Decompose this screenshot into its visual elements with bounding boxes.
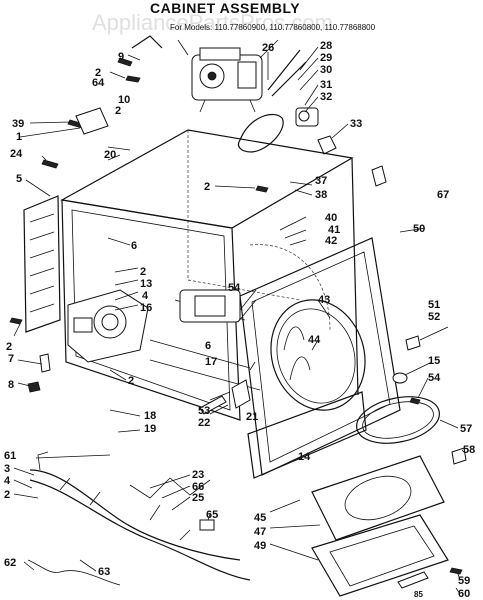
- callout-33: 33: [350, 118, 362, 130]
- callout-15: 15: [428, 355, 440, 367]
- callout-29: 29: [320, 52, 332, 64]
- callout-4: 4: [142, 290, 149, 302]
- harness-connector: [199, 519, 215, 531]
- callout-18: 18: [144, 410, 156, 422]
- part-8: [27, 381, 41, 393]
- callout-60: 60: [458, 588, 470, 600]
- callout-2: 2: [4, 489, 10, 501]
- callout-57: 57: [460, 423, 472, 435]
- callout-65: 65: [206, 509, 218, 521]
- callout-43: 43: [318, 294, 330, 306]
- callout-2: 2: [6, 341, 12, 353]
- callout-20: 20: [104, 149, 116, 161]
- callout-42: 42: [325, 235, 337, 247]
- part-21: [231, 379, 251, 409]
- watermark: AppliancePartsPros.com: [92, 10, 333, 35]
- bracket-1: [75, 107, 109, 135]
- callout-9: 9: [118, 51, 124, 63]
- diagram-title: CABINET ASSEMBLY: [150, 0, 300, 16]
- callout-30: 30: [320, 64, 332, 76]
- callout-61: 61: [4, 450, 16, 462]
- callout-4: 4: [4, 475, 11, 487]
- callout-25: 25: [192, 492, 204, 504]
- callout-14: 14: [298, 451, 311, 463]
- callout-54: 54: [428, 372, 441, 384]
- door-inner-panel: [311, 514, 449, 597]
- callout-58: 58: [463, 444, 475, 456]
- callout-54: 54: [228, 282, 241, 294]
- callout-13: 13: [140, 278, 152, 290]
- drive-belt: [237, 113, 284, 153]
- callout-2: 2: [115, 105, 121, 117]
- callout-49: 49: [254, 540, 266, 552]
- part-33-clip: [317, 135, 337, 155]
- callout-28: 28: [320, 40, 332, 52]
- heater-assembly: [67, 289, 149, 363]
- callout-52: 52: [428, 311, 440, 323]
- toe-panel: [247, 391, 367, 479]
- callout-7: 7: [8, 353, 14, 365]
- side-panel-left: [23, 195, 61, 333]
- callout-6: 6: [205, 340, 211, 352]
- front-panel: [239, 237, 401, 476]
- callout-37: 37: [315, 175, 327, 187]
- callout-26: 26: [262, 42, 274, 54]
- callout-16: 16: [140, 302, 152, 314]
- callout-44: 44: [308, 334, 321, 346]
- wiring-harness: [27, 451, 251, 586]
- callout-53: 53: [198, 405, 210, 417]
- callout-41: 41: [328, 224, 340, 236]
- callout-23: 23: [192, 469, 204, 481]
- callout-39: 39: [12, 118, 24, 130]
- part-52: [405, 335, 421, 351]
- callout-32: 32: [320, 91, 332, 103]
- callout-85: 85: [414, 590, 423, 599]
- callout-19: 19: [144, 423, 156, 435]
- leader-lines: [13, 46, 465, 595]
- callout-17: 17: [205, 356, 217, 368]
- callout-50: 50: [413, 223, 425, 235]
- leveling-leg: [39, 353, 51, 373]
- callout-40: 40: [325, 212, 337, 224]
- callout-38: 38: [315, 189, 327, 201]
- callout-8: 8: [8, 379, 14, 391]
- model-list: For Models: 110.77860900, 110.77860800, …: [170, 23, 376, 32]
- part-22: [199, 395, 227, 415]
- callout-59: 59: [458, 575, 470, 587]
- callout-64: 64: [92, 77, 105, 89]
- callout-1: 1: [16, 131, 22, 143]
- callout-6: 6: [131, 240, 137, 252]
- door-handle: [397, 571, 429, 589]
- cabinet-shell: [60, 129, 359, 421]
- drum-motor-mount: [179, 289, 241, 323]
- loading-door: [311, 455, 445, 541]
- callout-2: 2: [140, 266, 146, 278]
- callout-22: 22: [198, 417, 210, 429]
- callout-labels: 9 2 64 10 2 39 1 20 24 5 26 28 29 30 31 …: [4, 40, 475, 600]
- wire-9: [131, 35, 163, 49]
- callout-62: 62: [4, 557, 16, 569]
- callout-2: 2: [204, 181, 210, 193]
- part-15: [392, 372, 408, 384]
- callout-47: 47: [254, 526, 266, 538]
- callout-2: 2: [128, 375, 134, 387]
- callout-66: 66: [192, 481, 204, 493]
- callout-2: 2: [95, 67, 101, 79]
- callout-5: 5: [16, 173, 22, 185]
- part-58: [451, 447, 467, 465]
- callout-45: 45: [254, 512, 266, 524]
- idler-pulley: [295, 107, 319, 127]
- callout-24: 24: [10, 148, 23, 160]
- door-seal: [356, 396, 440, 444]
- callout-10: 10: [118, 94, 130, 106]
- callout-67: 67: [437, 189, 449, 201]
- callout-31: 31: [320, 79, 332, 91]
- callout-3: 3: [4, 463, 10, 475]
- drive-motor: [177, 39, 279, 113]
- part-67: [371, 165, 387, 187]
- callout-63: 63: [98, 566, 110, 578]
- callout-51: 51: [428, 299, 440, 311]
- callout-21: 21: [246, 411, 258, 423]
